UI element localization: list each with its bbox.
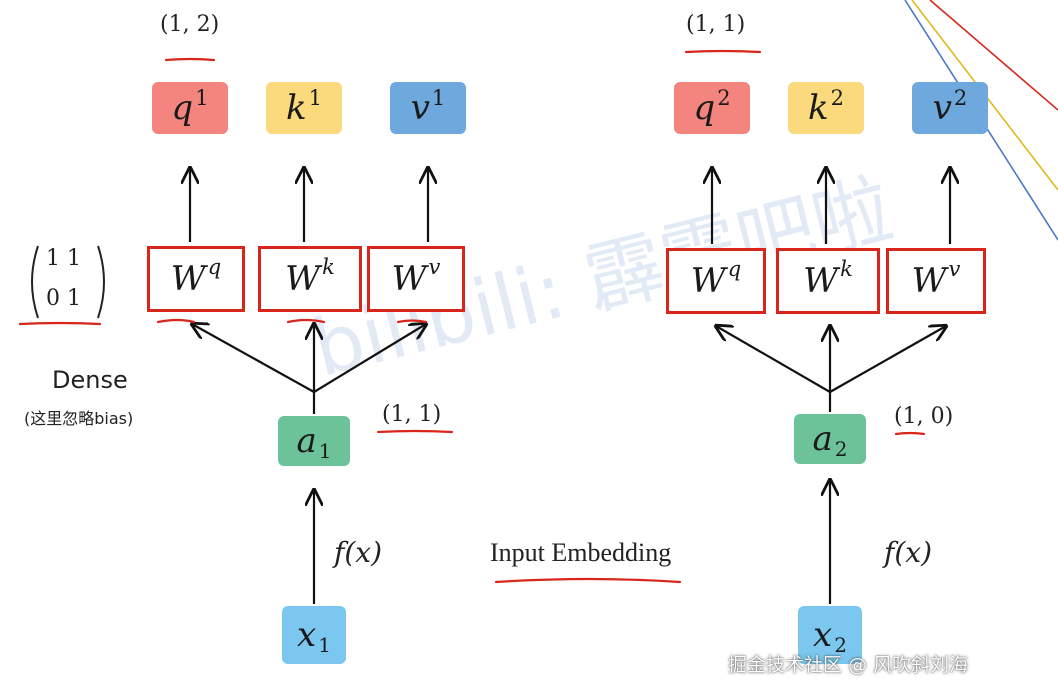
weight-matrix: 1 1 0 1: [24, 242, 112, 322]
a2-value: (1, 0): [894, 404, 954, 429]
arrow-a1-wq: [192, 324, 315, 393]
q1-value: (1, 2): [160, 12, 220, 37]
f-x-right: f(x): [884, 536, 933, 569]
arrow-a2-wq: [716, 326, 831, 393]
matrix-brackets: [31, 245, 105, 319]
f-x-left: f(x): [334, 536, 383, 569]
input-embedding-label: Input Embedding: [490, 538, 672, 567]
arrow-a1-wv: [313, 324, 426, 393]
dense-note: (这里忽略bias): [24, 409, 134, 428]
a1-value: (1, 1): [382, 402, 442, 427]
arrow-a2-wv: [829, 326, 946, 393]
credit-watermark: 掘金技术社区 @ 风吹斜刘海: [728, 654, 969, 676]
matrix-row-1: 1 1: [46, 246, 81, 271]
matrix-row-2: 0 1: [46, 286, 81, 311]
dense-label: Dense: [52, 366, 128, 394]
q2-value: (1, 1): [686, 12, 746, 37]
annotation-marks: [18, 49, 926, 584]
